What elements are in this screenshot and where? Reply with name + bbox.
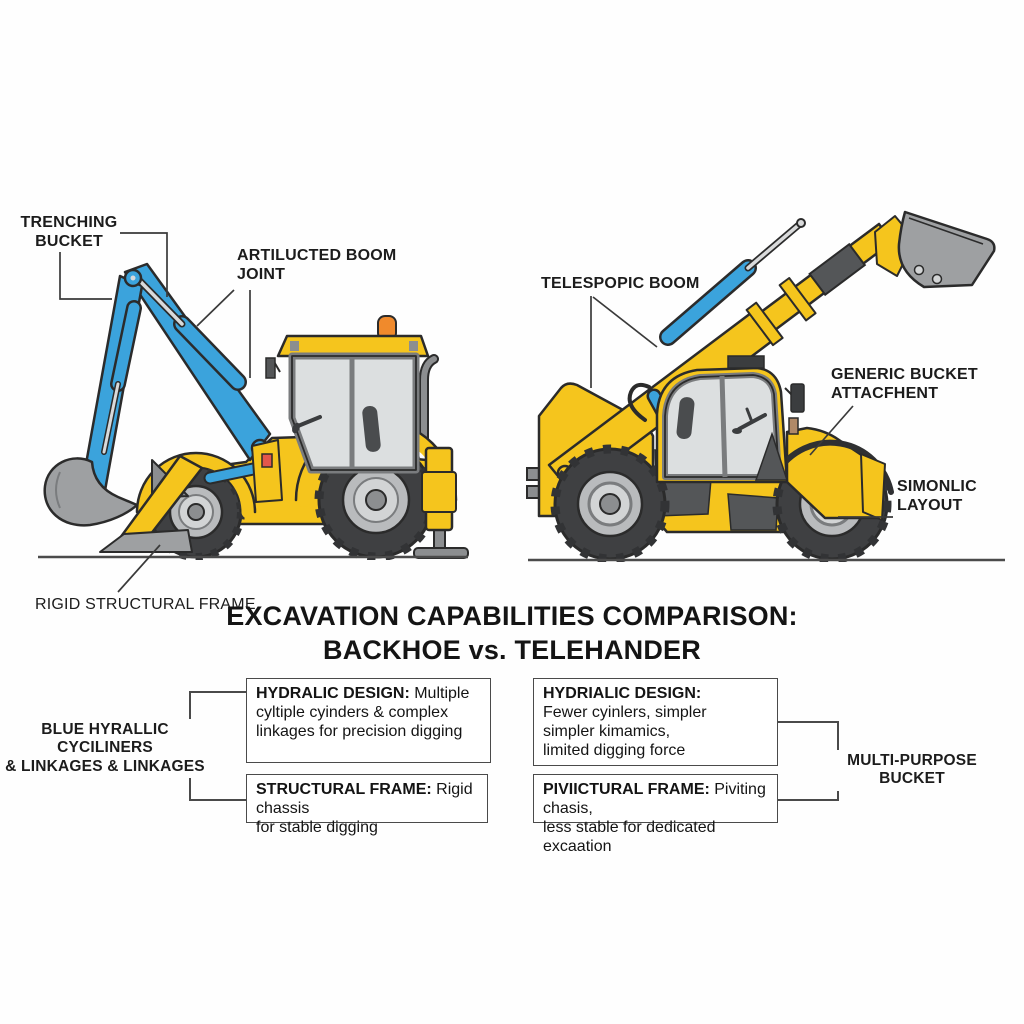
backhoe-illustration xyxy=(43,262,469,560)
leader-generic xyxy=(809,405,854,456)
dipper-hydraulic-cylinder xyxy=(101,300,142,455)
backhoe-boom-arm xyxy=(80,262,272,498)
telehandler-rear-hitch xyxy=(526,467,541,499)
telehandler-bucket xyxy=(874,210,996,289)
boom-blue-cylinder xyxy=(659,218,806,346)
boom-base-bracket xyxy=(251,439,283,503)
leader-trenching-1 xyxy=(59,252,112,300)
telehandler-nose xyxy=(785,426,883,520)
box-backhoe-structural-frame: STRUCTURAL FRAME: Rigid chassis for stab… xyxy=(246,774,488,836)
backhoe-cab xyxy=(265,315,430,474)
title-line-1: EXCAVATION CAPABILITIES COMPARISON: xyxy=(226,601,798,631)
backhoe-stabilizer-leg xyxy=(413,446,469,559)
box-heading: STRUCTURAL FRAME: xyxy=(256,781,432,798)
telehandler-mirror xyxy=(784,383,805,435)
box-heading: PIVIICTURAL FRAME: xyxy=(543,781,710,798)
box-heading: HYDRIALIC DESIGN: xyxy=(543,685,702,702)
label-multi-purpose-bucket: MULTI-PURPOSE BUCKET xyxy=(813,750,1011,791)
box-body: Fewer cyinlers, simpler simpler kimamics… xyxy=(543,704,707,760)
backhoe-trenching-bucket xyxy=(43,457,139,527)
backhoe-front-loader xyxy=(99,454,204,553)
roof-rack xyxy=(727,355,765,369)
box-telehandler-hydraulic-design: HYDRIALIC DESIGN: Fewer cyinlers, simple… xyxy=(533,678,778,766)
leader-rigid xyxy=(117,544,161,593)
title-line-2: BACKHOE vs. TELEHANDER xyxy=(323,635,701,666)
telehandler-rear-wheel xyxy=(550,444,670,562)
operator-seat xyxy=(676,397,695,440)
label-simonlic-layout: SIMONLIC LAYOUT xyxy=(897,478,977,514)
label-trenching-bucket: TRENCHING BUCKET xyxy=(20,214,118,250)
diagram-title: EXCAVATION CAPABILITIES COMPARISON: BACKH… xyxy=(0,599,1024,667)
label-telescopic-boom: TELESPOPIC BOOM xyxy=(541,275,700,292)
label-blue-hydraulic-cylinders: BLUE HYRALLIC CYCILINERS & LINKAGES & LI… xyxy=(0,719,210,778)
telehandler-cab xyxy=(655,355,789,484)
box-backhoe-hydraulic-design: HYDRALIC DESIGN: Multiple cyltiple cyind… xyxy=(246,678,491,763)
backhoe-exhaust-pipe xyxy=(419,354,439,447)
steering-wheel xyxy=(296,415,322,428)
leader-artic-1 xyxy=(196,289,235,327)
operator-seat xyxy=(362,405,381,452)
leader-lines xyxy=(59,232,893,593)
hydraulic-hose xyxy=(627,382,651,422)
box-body: Piviting chasis, less stable for dedicat… xyxy=(543,781,766,856)
label-generic-bucket-attachment: GENERIC BUCKET ATTACFHENT xyxy=(831,366,978,402)
under-door-panel xyxy=(727,493,779,531)
leader-trenching-2 xyxy=(120,232,168,297)
front-fender-plate xyxy=(860,453,886,521)
box-body: Rigid chassis for stable digging xyxy=(256,781,473,837)
box-body: Multiple cyltiple cyinders & complex lin… xyxy=(256,685,470,741)
box-heading: HYDRALIC DESIGN: xyxy=(256,685,410,702)
telehandler-illustration xyxy=(526,210,996,562)
marker-light xyxy=(261,453,273,468)
box-telehandler-structural-frame: PIVIICTURAL FRAME: Piviting chasis, less… xyxy=(533,774,778,855)
boom-hydraulic-cylinder xyxy=(132,273,247,391)
label-articulated-boom-joint: ARTILUCTED BOOM JOINT xyxy=(237,247,397,283)
label-rigid-structural-frame: RIGID STRUCTURAL FRAME xyxy=(35,596,256,613)
leader-tele-2 xyxy=(592,296,658,348)
backhoe-mirror xyxy=(265,357,276,379)
